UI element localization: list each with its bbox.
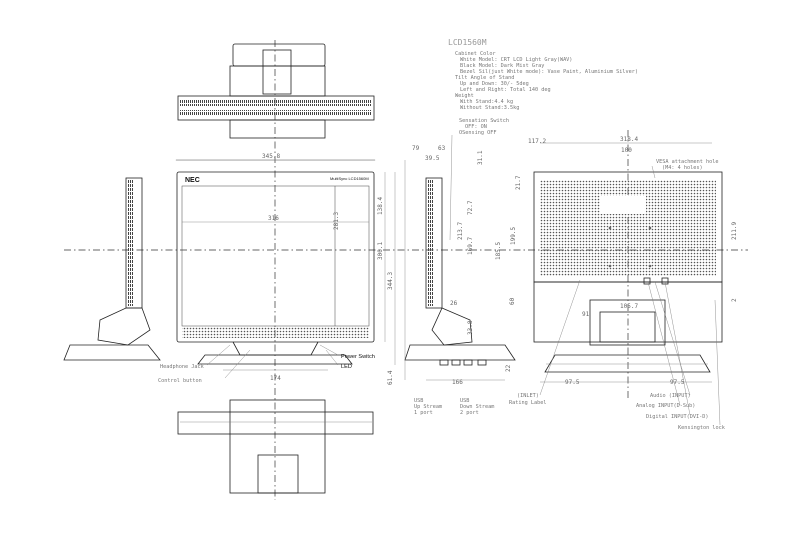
sensation-switch-label: Sensation Switch [459,118,509,124]
front-view [175,159,376,365]
brand-logo-text: NEC [185,177,200,184]
dim-rear: 318.4 [620,136,638,143]
dim-side: 31.1 [477,150,484,165]
dim-front-height: 281.3 [333,212,340,230]
dim-rear: 117.2 [528,138,546,145]
rating-label: Rating Label [509,400,546,406]
dim-rear: 2 [731,298,738,302]
dim-front-inner: 316 [268,215,279,222]
dim-side: 79 [412,145,420,152]
dim-side: 22 [505,364,512,372]
dim-rear: 199.5 [510,227,517,245]
dimension-lines [176,142,712,383]
spec-line: Bezel Sil(just White mode): Vase Paint, … [460,69,638,75]
analog-input-label: Analog INPUT(D-Sub) [636,403,695,409]
audio-input-label: Audio (INPUT) [650,393,691,399]
dim-side: 166 [452,379,463,386]
dim-side: 39.5 [425,155,440,162]
inlet-label: (INLET) [517,393,539,399]
usb-up-label: 1 port [414,410,433,416]
top-view [177,43,375,139]
dim-front-side: 61.4 [387,370,394,385]
spec-line: Without Stand:3.5kg [460,105,519,111]
bottom-view [177,399,374,494]
dim-rear: 91 [582,311,590,318]
spec-line: With Stand:4.4 kg [460,99,513,105]
model-title: LCD1560M [448,38,487,47]
dim-rear: 97.5 [565,379,580,386]
dim-front-width: 345.8 [262,153,280,160]
headphone-jack-label: Headphone Jack [160,364,205,370]
usb-down-label: 2 port [460,410,479,416]
dim-side: 213.7 [457,222,464,240]
digital-input-label: Digital INPUT(DVI-D) [646,414,708,420]
dim-rear: 60 [509,297,516,305]
usb-up-label: Up Stream [414,404,442,410]
kensington-label: Kensington lock [678,425,726,431]
usb-down-label: USB [460,398,469,404]
right-side-view [404,177,516,366]
dim-rear: 21.7 [515,175,522,190]
series-label: MultiSync LCD1560M [330,176,369,181]
spec-line: Left and Right: Total 140 deg [460,87,551,93]
dim-rear: 97.5 [670,379,685,386]
spec-line: Tilt Angle of Stand [455,75,514,81]
dim-front-h4: 138.4 [377,197,384,215]
sensation-off-label: OSensing OFF [459,130,496,136]
leader-lines [206,134,721,426]
power-switch-label: Power Switch [341,354,375,360]
dim-front-h2: 344.3 [387,272,394,290]
dim-front-bottom: 174 [270,375,281,382]
dim-rear: 100 [621,147,632,154]
spec-line: Weight [455,93,474,99]
dim-side: 185.5 [495,242,502,260]
dim-rear: 211.9 [731,222,738,240]
led-label: LED [341,364,352,370]
dim-side: 72.7 [467,200,474,215]
usb-up-label: USB [414,398,423,404]
spec-line: Cabinet Color [455,51,496,57]
rear-view [533,171,723,373]
dim-side: 26 [450,300,458,307]
sensation-on-label: OFF: ON [465,124,487,130]
vesa-label: VESA attachment hole [656,159,718,165]
dim-side: 33.8 [467,320,474,335]
spec-line: Black Model: Dark Mist Gray [460,63,544,69]
spec-line: Up and Down: 30/- 5deg [460,81,529,87]
usb-down-label: Down Stream [460,404,494,410]
dim-front-h3: 300.1 [377,242,384,260]
vesa-sub-label: (M4: 4 holes) [662,165,703,171]
left-side-view [63,177,161,361]
dim-rear: 105.7 [620,303,638,310]
dim-side: 63 [438,145,446,152]
control-button-label: Control button [158,378,202,384]
dim-side: 169.7 [467,237,474,255]
spec-line: White Model: CRT LCD Light Gray(WAV) [460,57,572,63]
